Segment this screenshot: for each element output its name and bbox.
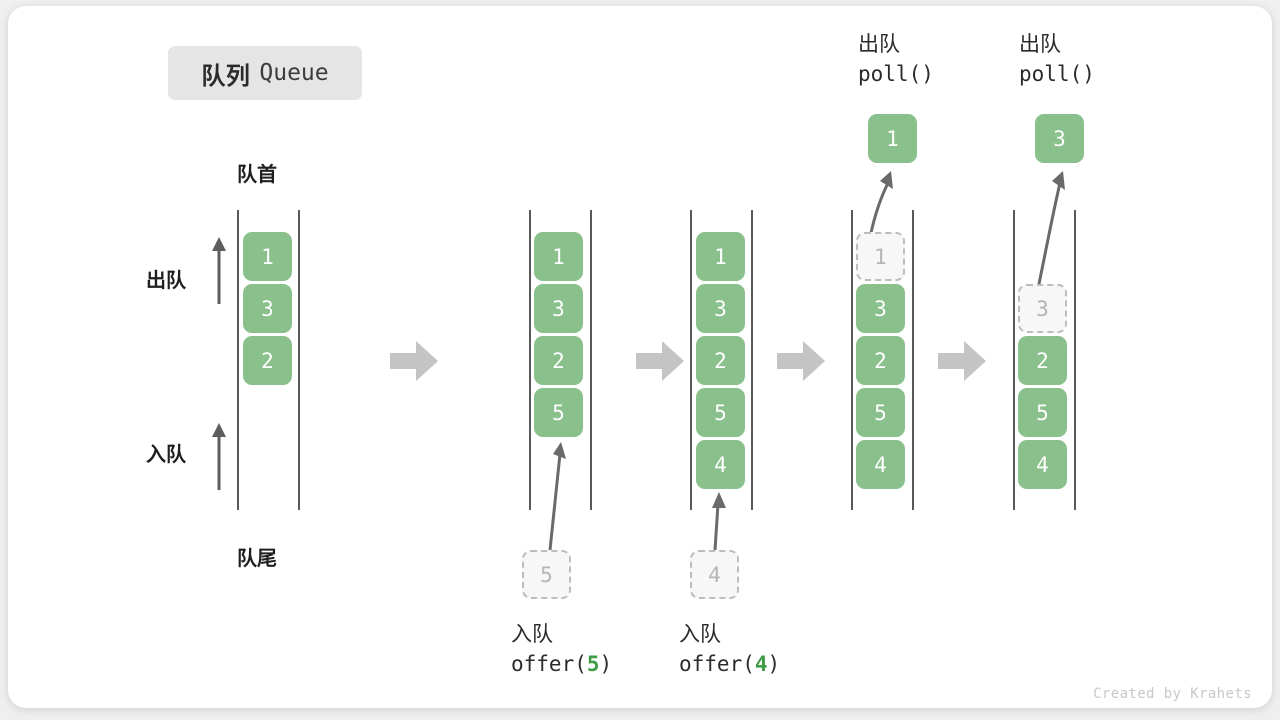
title-chinese: 队列 xyxy=(201,62,251,90)
queue-cell: 3 xyxy=(534,284,583,333)
dequeued-element: 1 xyxy=(868,114,917,163)
operation-label-offer-4: 入队 offer(4) xyxy=(679,620,780,680)
operation-label-code: poll() xyxy=(858,61,934,86)
operation-label-poll-1: 出队 poll() xyxy=(858,30,934,90)
operation-label-cn: 入队 xyxy=(679,623,721,646)
watermark: Created by Krahets xyxy=(1093,686,1252,702)
queue-cell: 3 xyxy=(243,284,292,333)
queue-cell: 1 xyxy=(243,232,292,281)
rail-left-col5 xyxy=(1013,210,1015,510)
operation-label-poll-3: 出队 poll() xyxy=(1019,30,1095,90)
operation-label-cn: 出队 xyxy=(1019,33,1061,56)
rail-left-col4 xyxy=(851,210,853,510)
remove-arrow-icon xyxy=(1020,165,1078,300)
queue-cell: 5 xyxy=(696,388,745,437)
enqueue-arrow-icon xyxy=(206,420,232,492)
insert-arrow-icon xyxy=(528,434,576,552)
insert-arrow-icon xyxy=(700,486,740,552)
flow-arrow-icon xyxy=(636,341,684,381)
queue-cell: 3 xyxy=(696,284,745,333)
queue-cell: 2 xyxy=(534,336,583,385)
rail-right-col5 xyxy=(1074,210,1076,510)
dequeued-element: 3 xyxy=(1035,114,1084,163)
queue-cell: 5 xyxy=(856,388,905,437)
queue-cell: 4 xyxy=(1018,440,1067,489)
rail-right-col2 xyxy=(590,210,592,510)
rail-left-col3 xyxy=(690,210,692,510)
dequeued-element-ghost: 1 xyxy=(856,232,905,281)
dequeue-direction-label: 出队 xyxy=(146,270,186,292)
queue-cell: 1 xyxy=(534,232,583,281)
operation-label-code: offer(5) xyxy=(511,651,613,676)
queue-cell: 5 xyxy=(1018,388,1067,437)
queue-cell: 4 xyxy=(696,440,745,489)
title-badge: 队列 Queue xyxy=(168,46,362,100)
incoming-element-ghost: 5 xyxy=(522,550,571,599)
rail-right-col1 xyxy=(298,210,300,510)
queue-cell: 2 xyxy=(1018,336,1067,385)
queue-cell: 5 xyxy=(534,388,583,437)
queue-cell: 2 xyxy=(243,336,292,385)
queue-cell: 2 xyxy=(856,336,905,385)
queue-tail-label: 队尾 xyxy=(237,548,277,570)
flow-arrow-icon xyxy=(938,341,986,381)
dequeue-arrow-icon xyxy=(206,234,232,306)
incoming-element-ghost: 4 xyxy=(690,550,739,599)
operation-label-cn: 出队 xyxy=(858,33,900,56)
queue-head-label: 队首 xyxy=(237,164,277,186)
queue-cell: 4 xyxy=(856,440,905,489)
flow-arrow-icon xyxy=(390,341,438,381)
operation-label-code: poll() xyxy=(1019,61,1095,86)
rail-left-col2 xyxy=(529,210,531,510)
enqueue-direction-label: 入队 xyxy=(146,444,186,466)
dequeued-element-ghost: 3 xyxy=(1018,284,1067,333)
rail-right-col4 xyxy=(912,210,914,510)
rail-right-col3 xyxy=(751,210,753,510)
queue-cell: 1 xyxy=(696,232,745,281)
operation-label-cn: 入队 xyxy=(511,623,553,646)
operation-label-offer-5: 入队 offer(5) xyxy=(511,620,612,680)
title-english: Queue xyxy=(259,60,329,86)
queue-cell: 2 xyxy=(696,336,745,385)
rail-left-col1 xyxy=(237,210,239,510)
operation-label-code: offer(4) xyxy=(679,651,781,676)
flow-arrow-icon xyxy=(777,341,825,381)
queue-cell: 3 xyxy=(856,284,905,333)
